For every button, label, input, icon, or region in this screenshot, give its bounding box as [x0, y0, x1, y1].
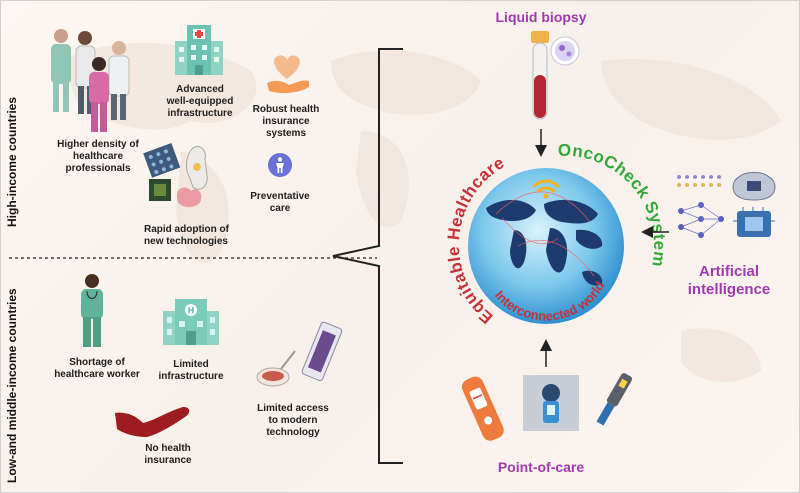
point-of-care-title: Point-of-care	[497, 459, 585, 475]
healthcare-worker-icon	[81, 274, 103, 347]
new-technology-icon	[143, 143, 208, 207]
artificial-intelligence-title: Artificial intelligence	[687, 263, 771, 298]
insurance-systems-label: Robust health insurance systems	[252, 104, 320, 139]
limited-technology-label: Limited access to modern technology	[257, 403, 329, 438]
ai-brain-icon	[677, 172, 776, 238]
limited-infrastructure-label: Limited infrastructure	[158, 359, 224, 382]
hospital-building-icon	[175, 25, 223, 75]
bracket	[332, 48, 403, 464]
svg-text:H: H	[188, 306, 195, 316]
liquid-biopsy-title: Liquid biopsy	[495, 9, 587, 25]
preventative-care-icon	[268, 153, 292, 177]
globe-icon: Equitable Healthcare OncoCheck System In…	[444, 141, 669, 328]
advanced-infrastructure-label: Advanced well-equipped infrastructure	[166, 84, 234, 119]
lab-equipment-icon	[256, 321, 343, 387]
heart-hand-icon	[267, 55, 309, 94]
rapid-adoption-label: Rapid adoption of new technologies	[144, 224, 229, 247]
professionals-label: Higher density of healthcare professiona…	[57, 139, 139, 174]
preventative-care-label: Preventative care	[250, 191, 310, 214]
healthcare-professionals-icon	[51, 29, 130, 132]
blood-tube-icon	[531, 31, 580, 120]
empty-hand-icon	[115, 407, 190, 437]
no-insurance-label: No health insurance	[144, 443, 192, 466]
clinic-building-icon: H	[163, 299, 219, 345]
shortage-workers-label: Shortage of healthcare worker	[54, 357, 140, 380]
point-of-care-devices-icon	[461, 373, 633, 441]
income-divider	[9, 257, 377, 259]
